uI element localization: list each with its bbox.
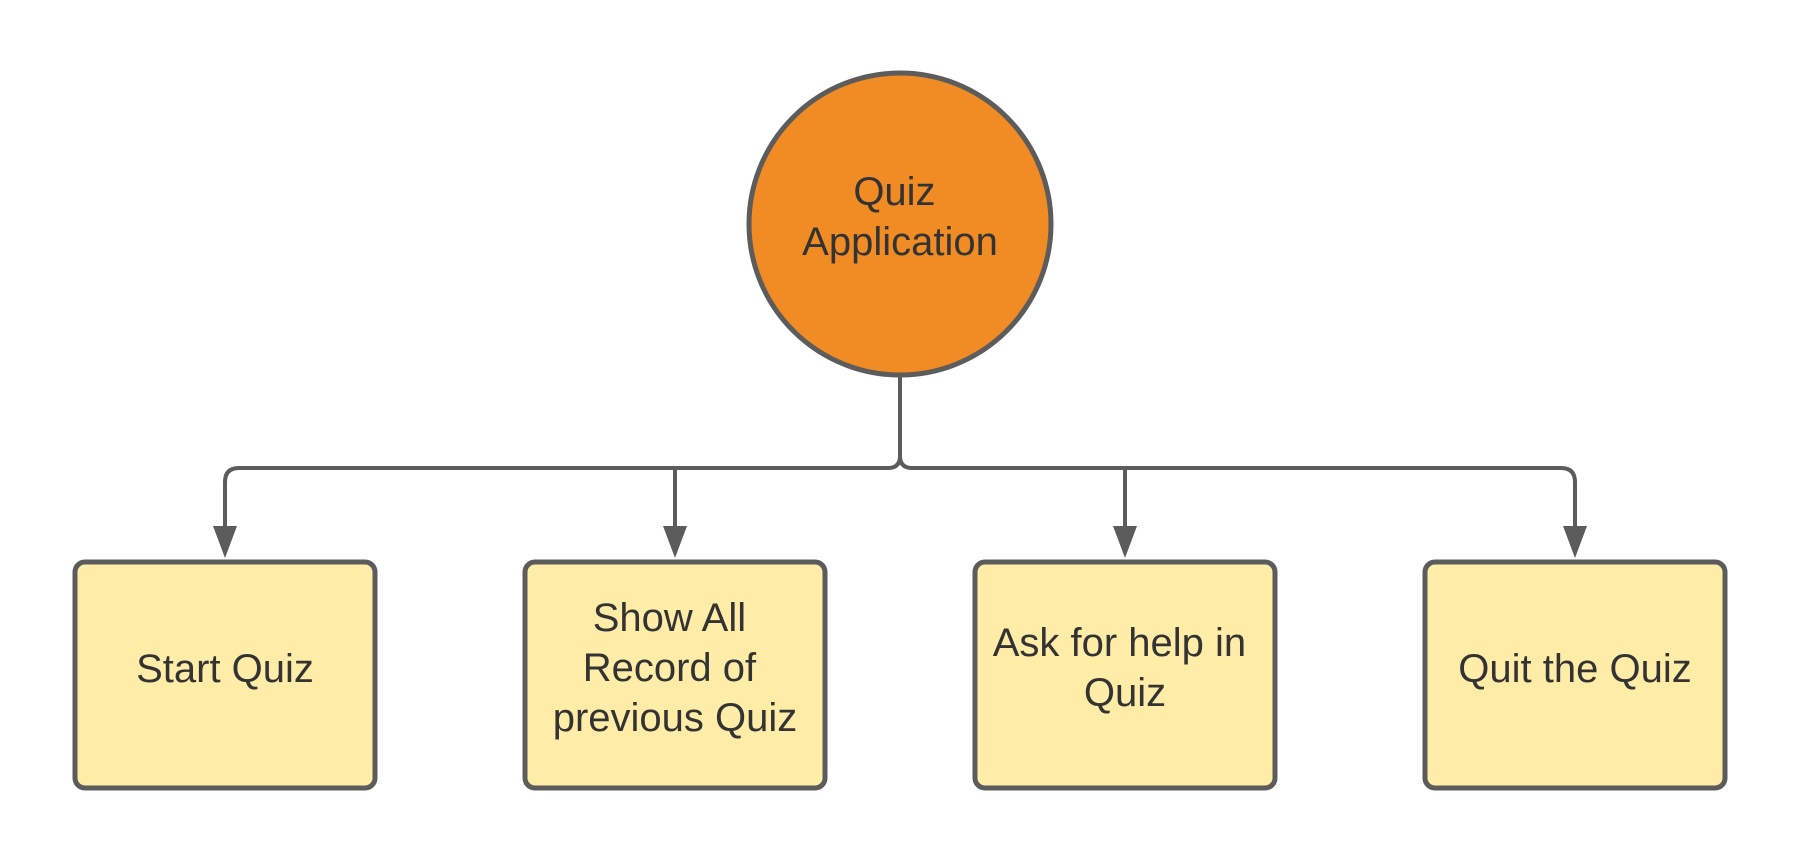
connectors [213,376,1587,558]
connector-right-branch [898,455,1577,528]
root-label: Quiz Application [802,170,998,264]
child-label: Start Quiz [136,647,314,691]
child-label-line: previous Quiz [553,696,798,740]
child-node-ask-help: Ask for help in Quiz [972,559,1278,791]
child-label-line: Quit the Quiz [1458,647,1691,691]
child-box [72,559,378,791]
child-box [1422,559,1728,791]
arrowhead-child-1 [213,526,237,558]
root-circle [746,70,1054,378]
child-node-start-quiz: Start Quiz [72,559,378,791]
child-label: Ask for help in Quiz [993,621,1258,715]
arrowhead-child-3 [1113,526,1137,558]
child-label: Show All Record of previous Quiz [553,596,798,740]
child-label-line: Start Quiz [136,647,314,691]
child-label-line: Quiz [1084,671,1166,715]
child-box [522,559,828,791]
arrowhead-child-2 [663,526,687,558]
child-box [972,559,1278,791]
root-node: Quiz Application [746,70,1054,378]
child-label: Quit the Quiz [1458,647,1691,691]
root-label-line-2: Application [802,220,998,264]
child-node-quit-quiz: Quit the Quiz [1422,559,1728,791]
child-label-line: Show All [593,596,746,640]
child-label-line: Record of [583,646,757,690]
root-label-line-1: Quiz [853,170,935,214]
child-label-line: Ask for help in [993,621,1246,665]
arrowhead-child-4 [1563,526,1587,558]
child-node-show-records: Show All Record of previous Quiz [522,559,828,791]
connector-left-branch [223,455,902,528]
